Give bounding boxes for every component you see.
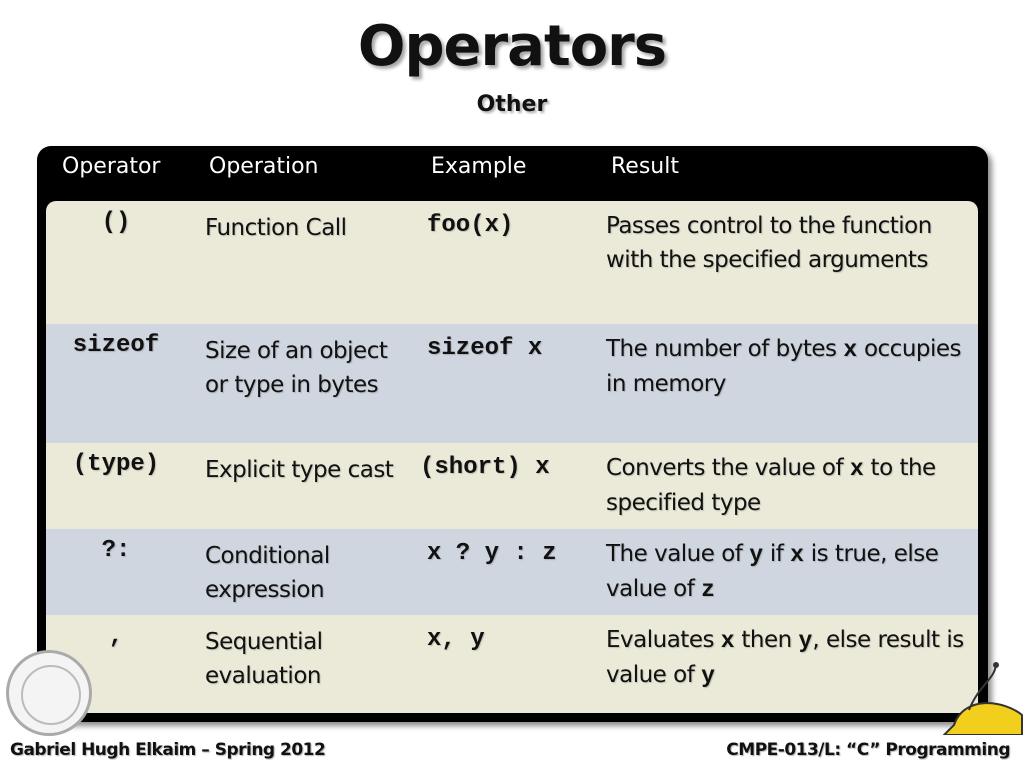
operation-cell: Explicit type cast	[205, 457, 394, 483]
example-cell: x ? y : z	[427, 540, 557, 567]
example-cell: (short) x	[420, 454, 550, 481]
table-header: Operator Operation Example Result	[37, 146, 988, 190]
table-row: , Sequential evaluation x, y Evaluates x…	[46, 615, 978, 713]
result-text-fragment: Converts the value of	[606, 455, 850, 481]
banana-slug-icon	[942, 662, 1023, 735]
result-cell: Passes control to the function with the …	[606, 209, 966, 277]
example-cell: sizeof x	[427, 335, 543, 362]
header-operator: Operator	[62, 154, 161, 179]
result-cell: Evaluates x then y, else result is value…	[606, 623, 966, 693]
operator-cell: ()	[101, 209, 131, 236]
result-cell: Converts the value of x to the specified…	[606, 451, 966, 520]
result-text-fragment: is true, else value of	[606, 541, 939, 602]
result-code-fragment: y	[798, 628, 813, 654]
result-code-fragment: y	[701, 663, 715, 689]
university-seal-icon	[6, 650, 92, 736]
table-body: () Function Call foo(x) Passes control t…	[46, 201, 978, 713]
header-operation: Operation	[209, 154, 319, 179]
slide-title: Operators	[357, 14, 667, 79]
footer-course: CMPE-013/L: “C” Programming	[726, 740, 1010, 760]
table-row: ?: Conditional expression x ? y : z The …	[46, 529, 978, 615]
result-cell: The value of y if x is true, else value …	[606, 537, 966, 607]
operator-cell: sizeof	[72, 332, 160, 359]
result-cell: The number of bytes x occupies in memory	[606, 332, 966, 401]
result-code-fragment: x	[720, 628, 735, 654]
result-text-fragment: Evaluates	[606, 627, 721, 653]
example-cell: x, y	[427, 626, 485, 653]
operator-cell: (type)	[72, 451, 160, 478]
result-text-fragment: occupies in memory	[606, 336, 962, 397]
result-text-fragment: Passes control to the function with the …	[606, 213, 932, 273]
result-code-fragment: x	[790, 542, 804, 568]
example-cell: foo(x)	[427, 212, 514, 239]
table-row: (type) Explicit type cast (short) x Conv…	[46, 443, 978, 529]
operation-cell: Conditional expression	[205, 543, 330, 603]
result-text-fragment: , else result is value of	[606, 627, 964, 688]
operators-table: Operator Operation Example Result () Fun…	[37, 146, 988, 722]
result-code-fragment: y	[749, 542, 764, 568]
slide-subtitle: Other	[476, 92, 548, 117]
result-code-fragment: x	[843, 337, 858, 363]
header-result: Result	[611, 154, 679, 179]
footer-author: Gabriel Hugh Elkaim – Spring 2012	[10, 740, 326, 760]
operation-cell: Sequential evaluation	[205, 629, 323, 689]
result-code-fragment: x	[849, 456, 864, 482]
operation-cell: Size of an object or type in bytes	[205, 338, 388, 398]
result-text-fragment: if	[763, 541, 791, 567]
table-row: sizeof Size of an object or type in byte…	[46, 324, 978, 443]
result-code-fragment: z	[701, 577, 715, 603]
table-row: () Function Call foo(x) Passes control t…	[46, 201, 978, 324]
result-text-fragment: to the specified type	[606, 455, 936, 516]
result-text-fragment: then	[734, 627, 799, 653]
header-example: Example	[431, 154, 527, 179]
operator-cell: ,	[108, 623, 124, 650]
result-text-fragment: The number of bytes	[606, 336, 844, 362]
operation-cell: Function Call	[205, 215, 347, 241]
result-text-fragment: The value of	[606, 541, 750, 567]
operator-cell: ?:	[101, 537, 131, 564]
